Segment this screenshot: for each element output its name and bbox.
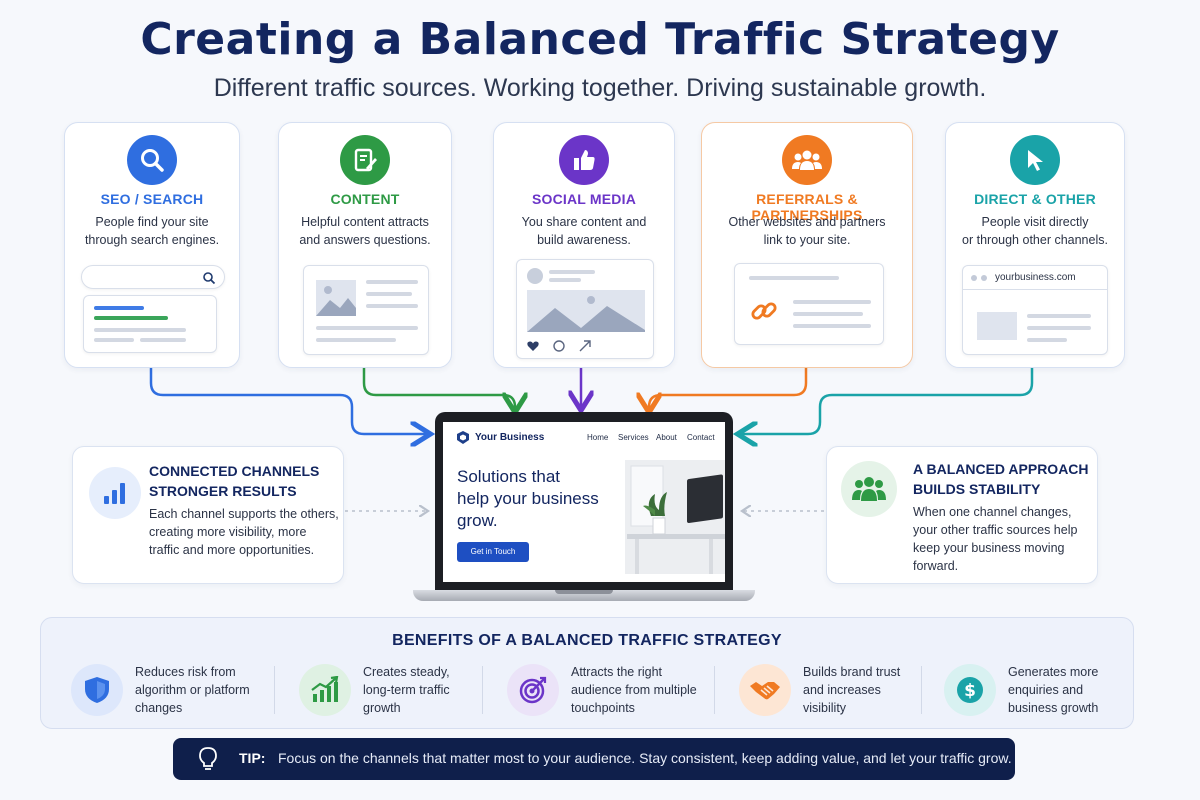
get-in-touch-button[interactable]: Get in Touch [457, 542, 529, 562]
svg-text:$: $ [964, 681, 976, 701]
search-results-illustration [83, 295, 217, 353]
source-title: SEO / SEARCH [100, 191, 204, 207]
shield-icon [71, 664, 123, 716]
site-nav-about[interactable]: About [656, 433, 677, 442]
share-icon [579, 340, 591, 352]
arrow-content [362, 368, 515, 410]
document-edit-icon [340, 135, 390, 185]
tip-text: Focus on the channels that matter most t… [278, 750, 1012, 766]
target-icon [507, 664, 559, 716]
site-brand: Your Business [475, 432, 545, 443]
source-title: DIRECT & OTHER [974, 191, 1096, 207]
search-icon [203, 272, 216, 285]
browser-illustration: yourbusiness.com [962, 265, 1108, 355]
source-title: SOCIAL MEDIA [531, 191, 637, 207]
thumbs-up-icon [559, 135, 609, 185]
source-card-referrals: REFERRALS & PARTNERSHIPS Other websites … [701, 122, 913, 368]
article-illustration [303, 265, 429, 355]
site-nav-home[interactable]: Home [587, 433, 609, 442]
benefits-panel: BENEFITS OF A BALANCED TRAFFIC STRATEGY … [40, 617, 1134, 729]
bar-chart-icon [89, 467, 141, 519]
benefits-title: BENEFITS OF A BALANCED TRAFFIC STRATEGY [392, 632, 782, 649]
handshake-icon [739, 664, 791, 716]
site-nav-services[interactable]: Services [618, 433, 649, 442]
tip-banner: TIP: Focus on the channels that matter m… [173, 738, 1015, 780]
source-title: REFERRALS & PARTNERSHIPS [751, 191, 863, 223]
image-placeholder-icon [316, 280, 356, 316]
comment-icon [553, 340, 565, 352]
cursor-icon [1010, 135, 1060, 185]
lightbulb-icon [199, 747, 217, 770]
page-title: Creating a Balanced Traffic Strategy [140, 14, 1060, 65]
laptop: Your Business Home Services About Contac… [435, 412, 733, 592]
group-icon [841, 461, 897, 517]
growth-chart-icon [299, 664, 351, 716]
image-placeholder-icon [527, 290, 645, 332]
office-photo-illustration [625, 460, 725, 574]
link-icon [751, 302, 777, 320]
page-subtitle: Different traffic sources. Working toget… [213, 74, 987, 102]
heart-icon [527, 341, 539, 351]
tip-label: TIP: [239, 750, 266, 766]
arrow-seo [149, 368, 428, 434]
card-description: Each channel supports the others,creatin… [149, 507, 339, 557]
social-post-illustration [516, 259, 654, 359]
arrow-referrals [649, 368, 808, 410]
referral-link-illustration [734, 263, 884, 345]
site-nav-contact[interactable]: Contact [687, 433, 715, 442]
url-text: yourbusiness.com [995, 272, 1076, 283]
avatar [527, 268, 543, 284]
laptop-base [413, 590, 755, 601]
source-title: CONTENT [330, 191, 400, 207]
laptop-notch [555, 590, 613, 594]
card-description: When one channel changes,your other traf… [913, 505, 1078, 573]
website-preview: Your Business Home Services About Contac… [443, 422, 725, 582]
logo-icon [457, 431, 469, 444]
dollar-icon: $ [944, 664, 996, 716]
search-icon [127, 135, 177, 185]
arrow-direct [740, 368, 1034, 434]
search-bar-illustration [81, 265, 225, 289]
group-icon [782, 135, 832, 185]
